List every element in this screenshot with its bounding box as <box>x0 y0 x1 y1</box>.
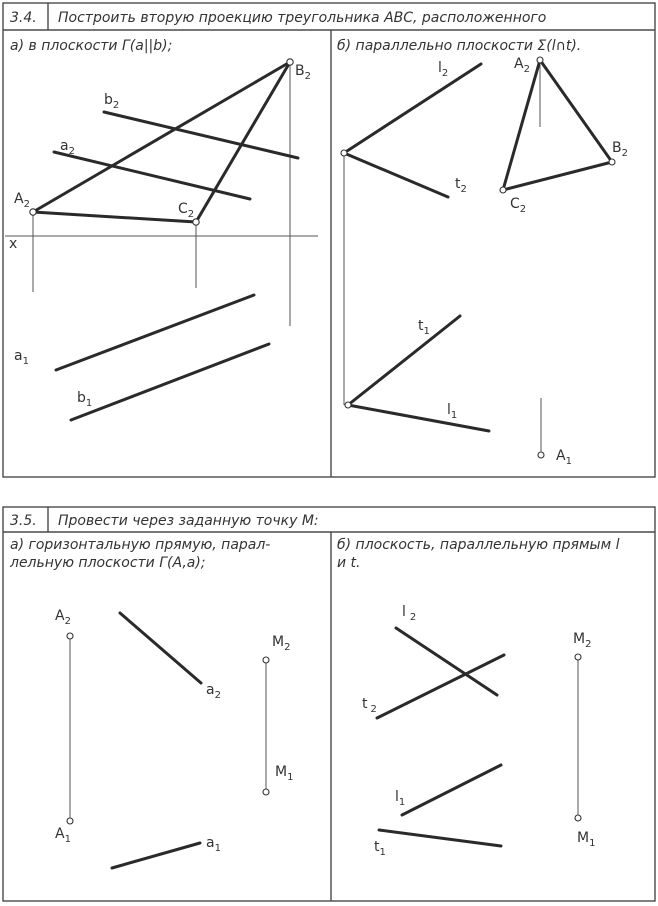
line-a2 <box>52 150 252 201</box>
side-A2-C2 <box>31 210 198 224</box>
task-3-4a-drawing <box>5 58 318 422</box>
label-M1: M1 <box>577 830 595 849</box>
point-M1 <box>262 788 270 796</box>
task-3-5b-drawing <box>375 626 582 848</box>
label-M2: M2 <box>272 634 290 653</box>
label-M1: M1 <box>275 764 293 783</box>
point-l-t-2 <box>340 149 348 157</box>
point-M1 <box>574 814 582 822</box>
line-a1 <box>54 293 256 372</box>
line-a1 <box>110 841 202 870</box>
label-A2: A2 <box>514 56 530 75</box>
line-a2 <box>118 611 203 685</box>
label-l2: l2 <box>438 60 448 79</box>
label-x-axis: x <box>9 236 17 252</box>
label-B2: B2 <box>295 63 311 82</box>
label-l1: l1 <box>395 789 405 808</box>
line-t2 <box>342 151 450 199</box>
task-3-5a-caption-line1: а) горизонтальную прямую, парал- <box>10 537 270 553</box>
label-t1: t1 <box>374 839 386 858</box>
line-b2 <box>102 110 300 160</box>
task-3-5a-caption-line2: лельную плоскости Г(A,a); <box>9 555 206 571</box>
label-A1: A1 <box>556 448 572 467</box>
line-t1 <box>346 314 462 407</box>
task-3-5a-drawing <box>66 611 270 870</box>
task-3-5-title: Провести через заданную точку M: <box>58 513 319 529</box>
label-t2: t2 <box>455 176 467 195</box>
point-A1 <box>537 451 545 459</box>
label-A2: A2 <box>14 191 30 210</box>
point-A1 <box>66 817 74 825</box>
line-l1 <box>346 403 491 433</box>
label-C2: C2 <box>510 196 526 215</box>
point-B2 <box>608 158 616 166</box>
label-M2: M2 <box>573 631 591 650</box>
line-l2 <box>394 626 499 697</box>
point-A2 <box>66 632 74 640</box>
side-A2-C2 <box>501 58 542 192</box>
line-b1 <box>69 342 271 422</box>
line-l1 <box>400 763 503 817</box>
point-A2 <box>29 208 37 216</box>
side-A2-B2 <box>538 58 614 164</box>
point-C2 <box>192 218 200 226</box>
task-3-5-frame <box>2 506 656 902</box>
point-A2 <box>536 56 544 64</box>
task-3-4-frame <box>2 2 656 478</box>
label-C2: C2 <box>178 201 194 220</box>
side-A2-B2 <box>31 60 292 214</box>
label-a1: a1 <box>206 835 221 854</box>
line-t2 <box>375 653 506 720</box>
label-B2: B2 <box>612 140 628 159</box>
task-3-5b-caption-line2: и t. <box>337 555 361 571</box>
point-M2 <box>262 656 270 664</box>
label-a1: a1 <box>14 348 29 367</box>
side-B2-C2 <box>194 60 292 224</box>
label-t1: t1 <box>418 318 430 337</box>
label-b2: b2 <box>104 92 119 111</box>
point-C2 <box>499 186 507 194</box>
task-3-4-number: 3.4. <box>10 10 37 26</box>
line-l2 <box>342 62 483 155</box>
label-a2: a2 <box>206 682 221 701</box>
label-A2: A2 <box>55 608 71 627</box>
label-a2: a2 <box>60 138 75 157</box>
point-l-t-1 <box>344 401 352 409</box>
side-C2-B2 <box>501 160 614 192</box>
task-3-4b-caption: б) параллельно плоскости Σ(l∩t). <box>337 38 581 54</box>
task-3-5b-caption-line1: б) плоскость, параллельную прямым l <box>337 537 620 553</box>
label-b1: b1 <box>77 390 92 409</box>
task-3-5-number: 3.5. <box>10 513 37 529</box>
label-A1: A1 <box>55 826 71 845</box>
point-M2 <box>574 653 582 661</box>
point-B2 <box>286 58 294 66</box>
task-3-4b-drawing <box>340 56 616 459</box>
label-l1: l1 <box>447 402 457 421</box>
line-t1 <box>377 828 503 848</box>
task-3-4-title: Построить вторую проекцию треугольника A… <box>58 10 546 26</box>
task-3-4a-caption: а) в плоскости Г(a||b); <box>10 38 172 54</box>
